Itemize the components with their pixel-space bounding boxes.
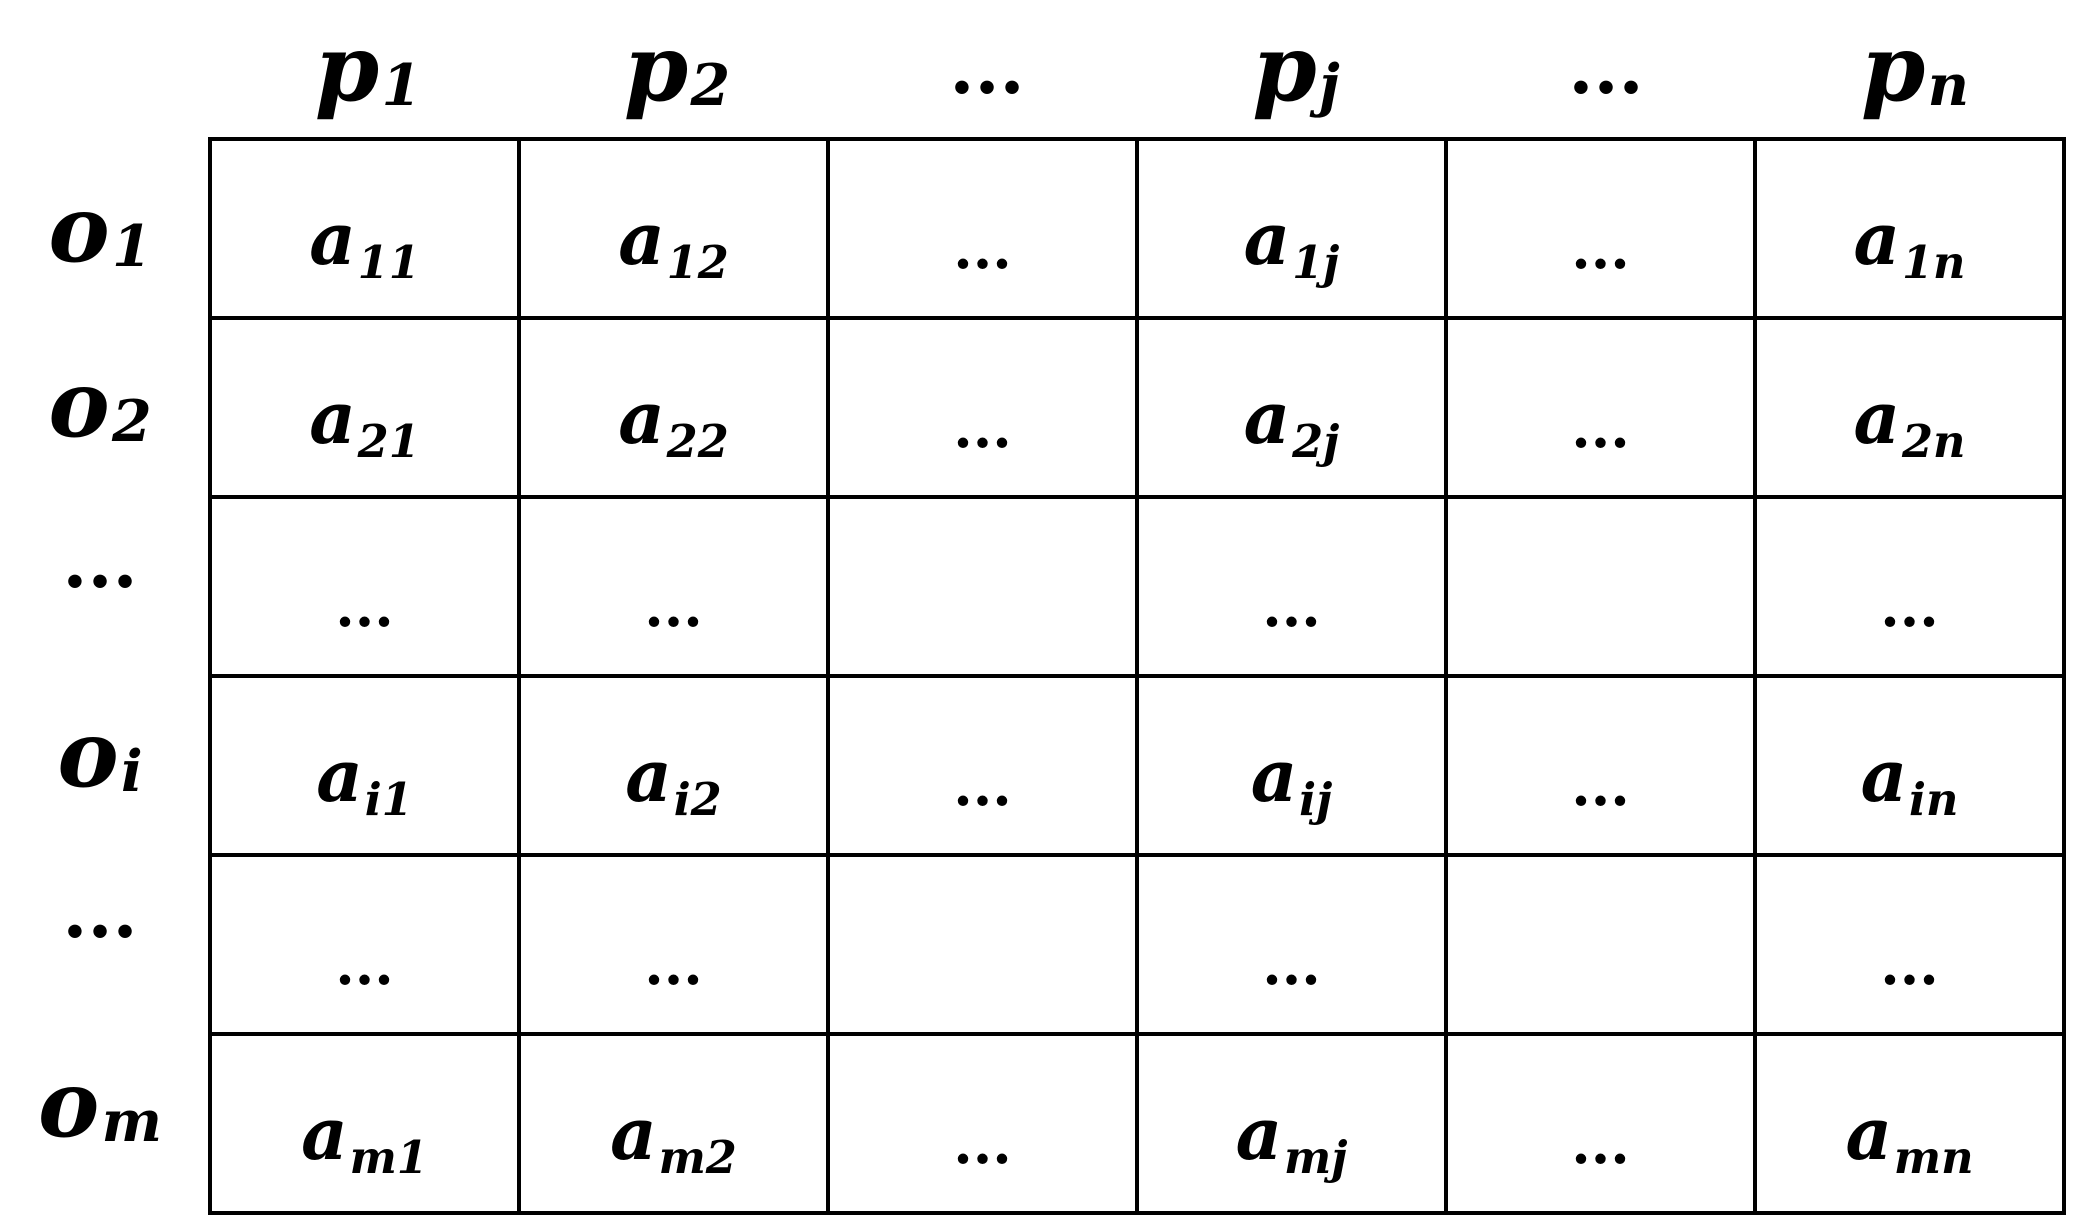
matrix-cell: ... xyxy=(1753,495,2066,678)
matrix-row: am1 am2 ... amj ... amn xyxy=(208,1032,2066,1215)
matrix-cell: ai1 xyxy=(208,674,521,857)
matrix-cell: aij xyxy=(1135,674,1448,857)
matrix-cell: ... xyxy=(826,316,1139,499)
matrix-cell xyxy=(1444,853,1757,1036)
row-header-ellipsis-2: ... xyxy=(62,869,138,954)
matrix-cell: ... xyxy=(1753,853,2066,1036)
matrix-row: ... ... ... ... xyxy=(208,853,2066,1036)
matrix-cell: ... xyxy=(826,674,1139,857)
matrix-table: a11 a12 ... a1j ... a1n a21 a22 ... a2j … xyxy=(208,137,2066,1215)
matrix-cell: a1j xyxy=(1135,137,1448,320)
matrix-cell: ... xyxy=(208,853,521,1036)
matrix-cell: a12 xyxy=(517,137,830,320)
matrix-cell: ai2 xyxy=(517,674,830,857)
matrix-cell: ... xyxy=(1444,674,1757,857)
matrix-cell: a1n xyxy=(1753,137,2066,320)
matrix-cell: ... xyxy=(1444,137,1757,320)
matrix-cell: ... xyxy=(826,137,1139,320)
matrix-cell: a22 xyxy=(517,316,830,499)
matrix-cell: a11 xyxy=(208,137,521,320)
matrix-cell: a21 xyxy=(208,316,521,499)
matrix-cell: a2j xyxy=(1135,316,1448,499)
matrix-cell: a2n xyxy=(1753,316,2066,499)
column-header-ellipsis-1: ... xyxy=(949,25,1025,110)
matrix-cell: amn xyxy=(1753,1032,2066,1215)
matrix-row: a11 a12 ... a1j ... a1n xyxy=(208,137,2066,320)
matrix-row: ai1 ai2 ... aij ... ain xyxy=(208,674,2066,857)
matrix-row: ... ... ... ... xyxy=(208,495,2066,678)
matrix-cell xyxy=(1444,495,1757,678)
matrix-cell: am2 xyxy=(517,1032,830,1215)
matrix-cell: ... xyxy=(1444,316,1757,499)
column-header-ellipsis-2: ... xyxy=(1568,25,1644,110)
matrix-cell: am1 xyxy=(208,1032,521,1215)
matrix-cell: ... xyxy=(1135,495,1448,678)
matrix-cell: ... xyxy=(826,1032,1139,1215)
matrix-row: a21 a22 ... a2j ... a2n xyxy=(208,316,2066,499)
matrix-cell: ... xyxy=(1135,853,1448,1036)
matrix-cell: ... xyxy=(517,495,830,678)
matrix-cell xyxy=(826,853,1139,1036)
matrix-cell: ... xyxy=(517,853,830,1036)
matrix-cell: amj xyxy=(1135,1032,1448,1215)
matrix-cell: ... xyxy=(1444,1032,1757,1215)
row-header-ellipsis-1: ... xyxy=(62,519,138,604)
matrix-cell xyxy=(826,495,1139,678)
matrix-cell: ... xyxy=(208,495,521,678)
matrix-cell: ain xyxy=(1753,674,2066,857)
